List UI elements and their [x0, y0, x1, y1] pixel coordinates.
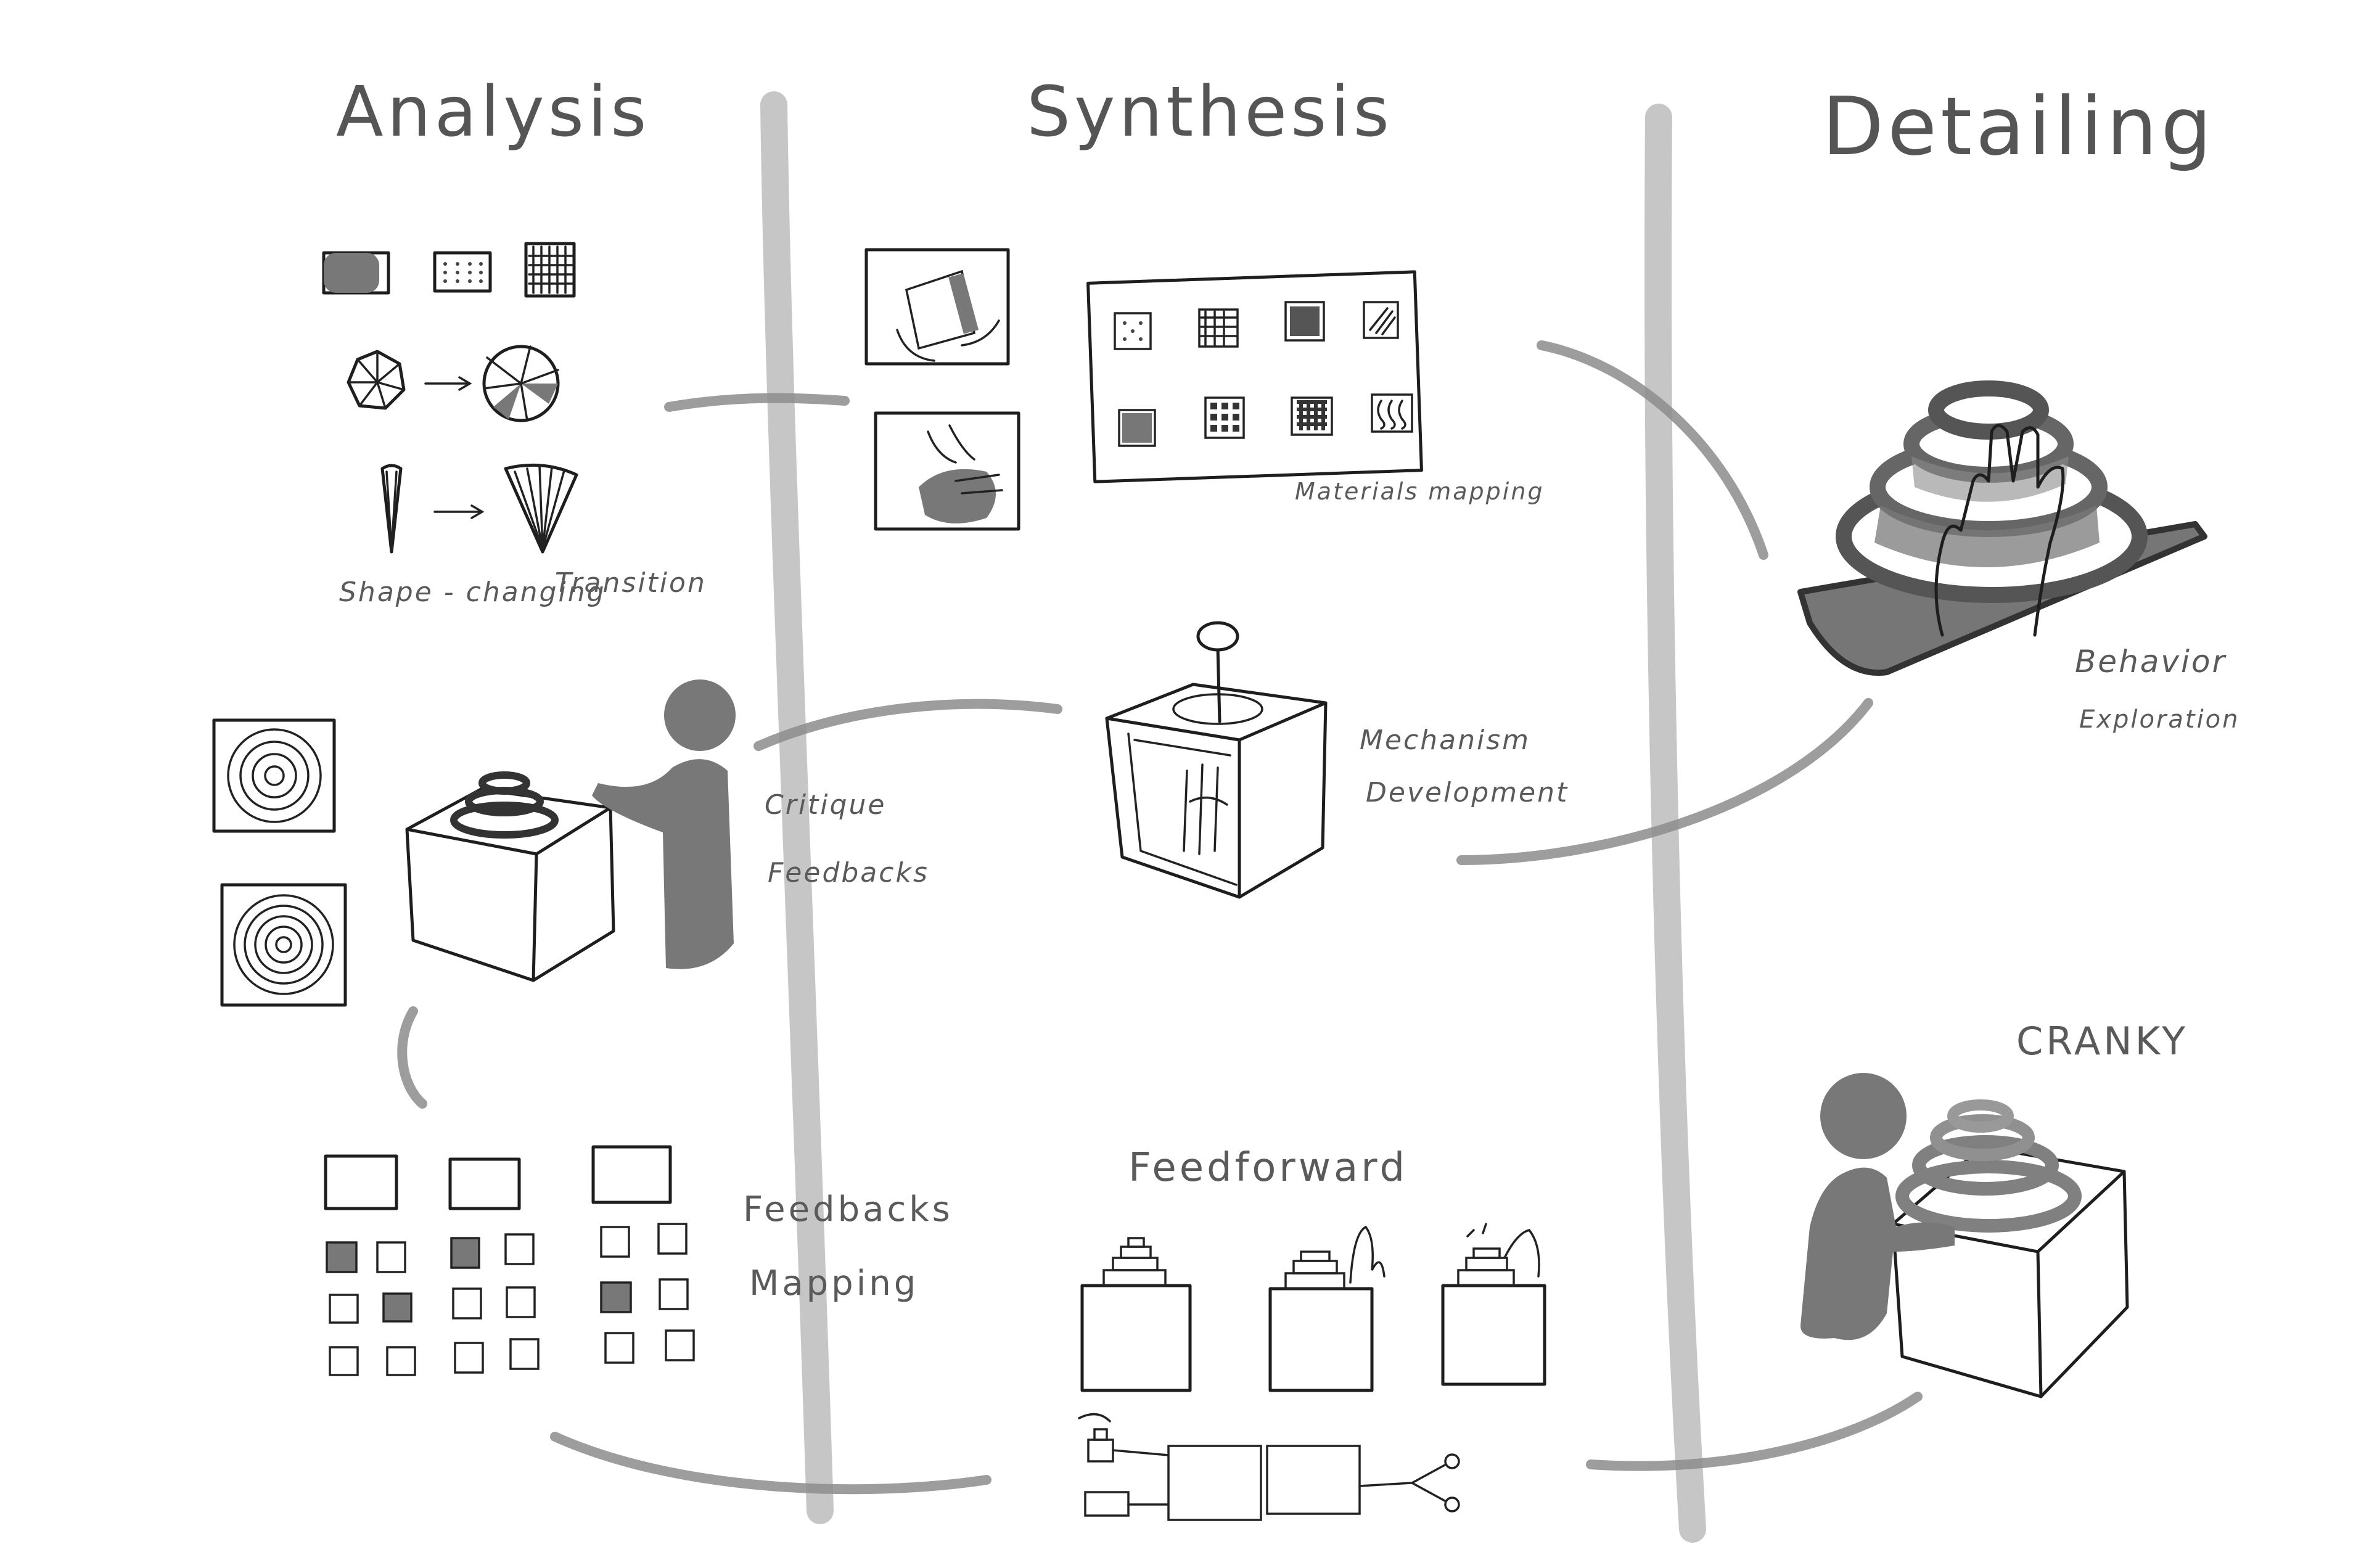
- label-feedbacks-mapping-1: Feedbacks: [743, 1189, 953, 1229]
- flow-line-mechanism-behavior: [1456, 698, 1873, 865]
- flow-line-critique-loop: [397, 1006, 427, 1109]
- feedbacks-mapping-grids: [324, 1145, 695, 1376]
- feedforward-cube-icon: [1441, 1223, 1546, 1386]
- person-icon: [592, 679, 736, 969]
- tiered-cake-icon: [1797, 380, 2207, 676]
- critique-cube-icon: [405, 771, 615, 982]
- label-transition: Transition: [555, 567, 707, 599]
- label-development: Development: [1366, 777, 1569, 808]
- label-materials-mapping: Materials mapping: [1295, 478, 1545, 505]
- hand-sketch-cards: [864, 248, 1020, 531]
- mechanism-box-icon: [1105, 621, 1328, 899]
- flow-line-feedforward-cranky: [1586, 1392, 1923, 1471]
- flow-line-analysis-synthesis: [664, 393, 850, 412]
- fan-transition-icon: [380, 463, 578, 554]
- label-feedforward: Feedforward: [1128, 1145, 1408, 1191]
- circuit-diagram-icon: [1078, 1413, 1460, 1521]
- phase-divider-left: [760, 91, 834, 1524]
- phase-title-synthesis: Synthesis: [1027, 72, 1393, 152]
- phase-title-detailing: Detailing: [1822, 80, 2215, 173]
- person-icon: [1800, 1073, 1955, 1340]
- target-icon: [220, 883, 347, 1007]
- phase-divider-right: [1644, 104, 1706, 1543]
- material-swatches: [322, 242, 576, 298]
- flow-line-feedbacks-feedforward: [550, 1432, 991, 1495]
- label-behavior: Behavior: [2075, 644, 2227, 679]
- label-exploration: Exploration: [2079, 705, 2240, 734]
- label-critique-feedbacks: Feedbacks: [768, 857, 929, 889]
- flow-line-critique-mechanism: [753, 699, 1062, 751]
- feedforward-cube-icon: [1268, 1225, 1386, 1392]
- label-feedbacks-mapping-2: Mapping: [749, 1263, 919, 1303]
- hand-icon: [1934, 424, 2065, 637]
- materials-mapping-board: [1086, 270, 1423, 483]
- label-critique: Critique: [765, 789, 886, 821]
- label-mechanism: Mechanism: [1360, 724, 1530, 756]
- umbrella-icon: [347, 345, 560, 422]
- phase-title-analysis: Analysis: [336, 72, 650, 152]
- feedforward-cube-icon: [1080, 1237, 1192, 1392]
- label-shape-changing: Shape - changing: [339, 577, 606, 608]
- product-name-cranky: CRANKY: [2016, 1019, 2188, 1064]
- flow-line-materials-behavior: [1537, 340, 1768, 560]
- cranky-scene: [1891, 1099, 2129, 1398]
- target-icon: [212, 718, 336, 833]
